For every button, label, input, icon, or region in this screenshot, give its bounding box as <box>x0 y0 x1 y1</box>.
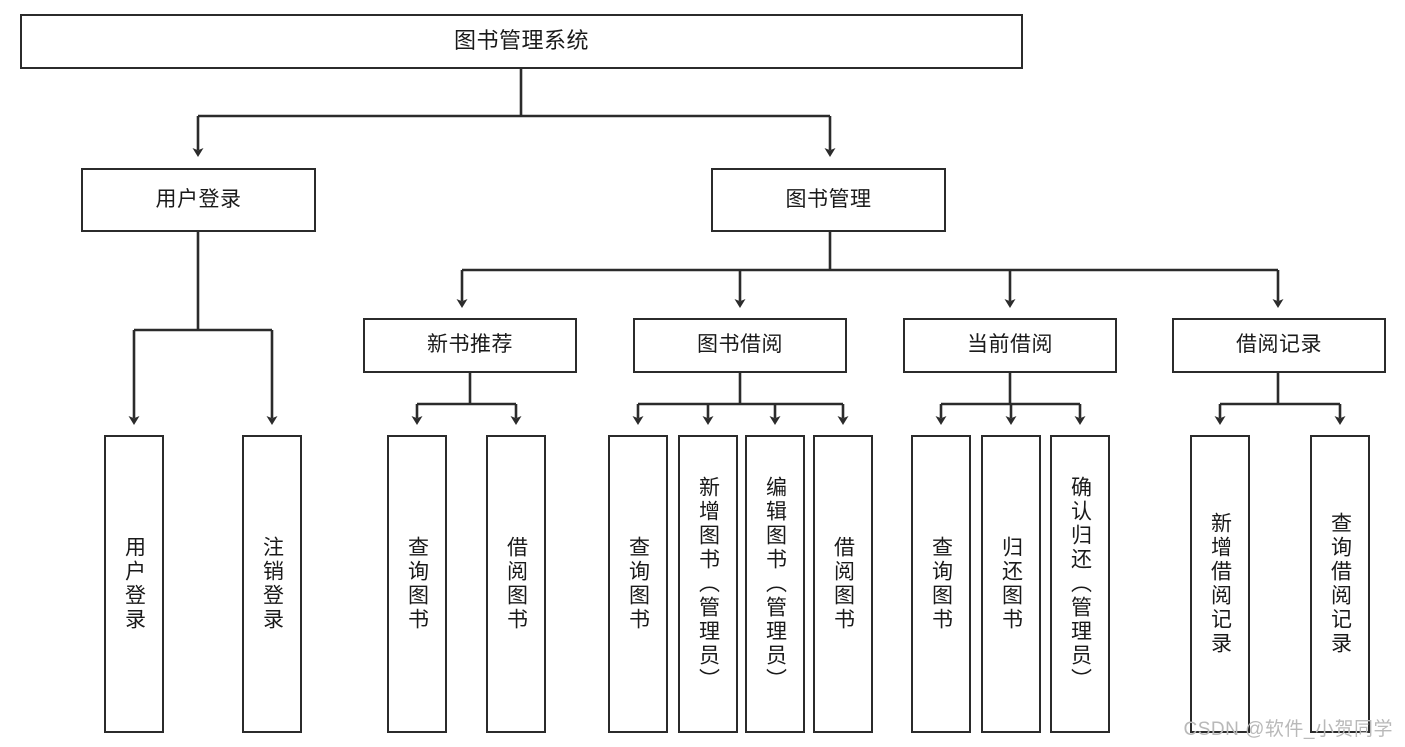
node-leaf-add-book-admin[interactable]: 新增图书（管理员） <box>678 435 738 733</box>
node-leaf-edit-book-admin[interactable]: 编辑图书（管理员） <box>745 435 805 733</box>
node-label: 图书管理系统 <box>453 28 589 54</box>
node-label: 用户登录 <box>155 187 242 211</box>
node-label: 查询图书 <box>929 536 953 632</box>
node-leaf-query-book-current[interactable]: 查询图书 <box>911 435 971 733</box>
node-label: 借阅图书 <box>504 536 528 632</box>
node-leaf-query-borrow-record[interactable]: 查询借阅记录 <box>1310 435 1370 733</box>
node-leaf-user-login[interactable]: 用户登录 <box>104 435 164 733</box>
node-label: 注销登录 <box>260 536 284 632</box>
node-label: 新增借阅记录 <box>1208 512 1232 656</box>
node-leaf-confirm-return-admin[interactable]: 确认归还（管理员） <box>1050 435 1110 733</box>
node-label: 新增图书（管理员） <box>696 476 720 692</box>
node-label: 借阅记录 <box>1236 333 1322 357</box>
node-leaf-query-book-borrowing[interactable]: 查询图书 <box>608 435 668 733</box>
node-borrow-records[interactable]: 借阅记录 <box>1172 318 1386 373</box>
node-system-root[interactable]: 图书管理系统 <box>20 14 1023 69</box>
node-label: 用户登录 <box>122 536 146 632</box>
node-label: 查询借阅记录 <box>1328 512 1352 656</box>
node-label: 归还图书 <box>999 536 1023 632</box>
node-label: 图书管理 <box>785 187 872 211</box>
node-leaf-add-borrow-record[interactable]: 新增借阅记录 <box>1190 435 1250 733</box>
node-label: 查询图书 <box>626 536 650 632</box>
node-label: 图书借阅 <box>697 333 783 357</box>
node-book-management[interactable]: 图书管理 <box>711 168 946 232</box>
node-label: 当前借阅 <box>967 333 1053 357</box>
node-leaf-return-book[interactable]: 归还图书 <box>981 435 1041 733</box>
node-label: 新书推荐 <box>427 333 513 357</box>
watermark-text: CSDN @软件_小贺同学 <box>1183 719 1393 740</box>
node-leaf-logout[interactable]: 注销登录 <box>242 435 302 733</box>
node-current-borrowing[interactable]: 当前借阅 <box>903 318 1117 373</box>
node-label: 编辑图书（管理员） <box>763 476 787 692</box>
node-new-book-recommendation[interactable]: 新书推荐 <box>363 318 577 373</box>
node-label: 确认归还（管理员） <box>1068 476 1092 692</box>
node-leaf-query-book-recommendation[interactable]: 查询图书 <box>387 435 447 733</box>
node-user-login[interactable]: 用户登录 <box>81 168 316 232</box>
node-label: 借阅图书 <box>831 536 855 632</box>
node-book-borrowing[interactable]: 图书借阅 <box>633 318 847 373</box>
node-leaf-borrow-book-borrowing[interactable]: 借阅图书 <box>813 435 873 733</box>
node-leaf-borrow-book-recommendation[interactable]: 借阅图书 <box>486 435 546 733</box>
node-label: 查询图书 <box>405 536 429 632</box>
